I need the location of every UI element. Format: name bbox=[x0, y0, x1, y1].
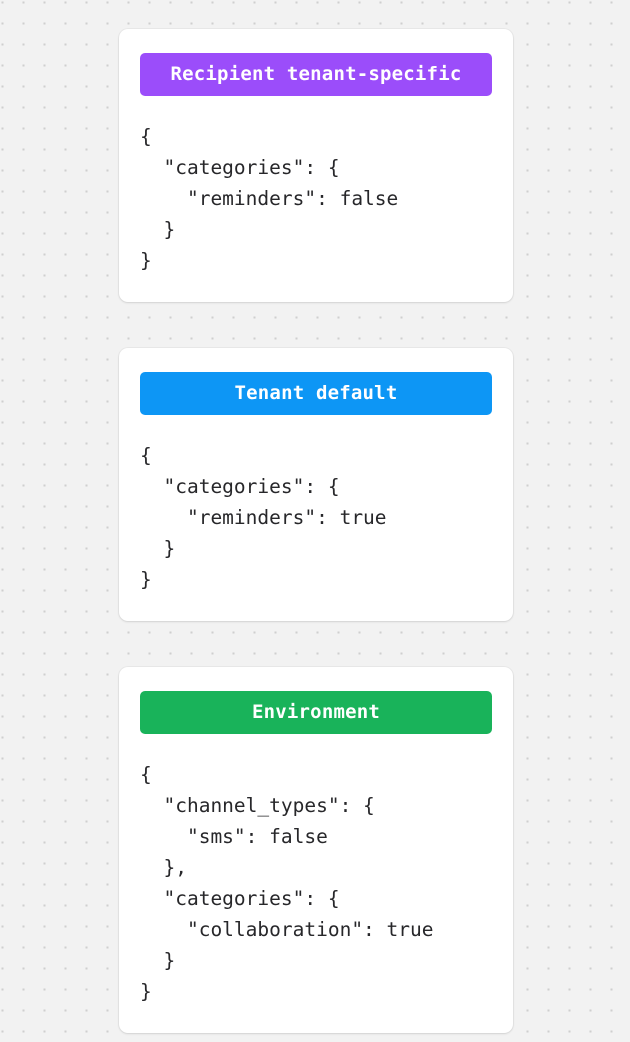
card-tenant-default: Tenant default { "categories": { "remind… bbox=[119, 348, 513, 621]
card-json-body-environment: { "channel_types": { "sms": false }, "ca… bbox=[140, 763, 434, 1003]
card-header-badge-environment: Environment bbox=[140, 691, 492, 734]
card-header-badge-recipient-tenant-specific: Recipient tenant-specific bbox=[140, 53, 492, 96]
card-json-body-tenant-default: { "categories": { "reminders": true } } bbox=[140, 444, 387, 591]
card-recipient-tenant-specific: Recipient tenant-specific { "categories"… bbox=[119, 29, 513, 302]
card-json-body-recipient-tenant-specific: { "categories": { "reminders": false } } bbox=[140, 125, 399, 272]
card-environment: Environment { "channel_types": { "sms": … bbox=[119, 667, 513, 1033]
card-header-badge-tenant-default: Tenant default bbox=[140, 372, 492, 415]
preference-override-card-stack: Recipient tenant-specific { "categories"… bbox=[119, 29, 513, 1033]
